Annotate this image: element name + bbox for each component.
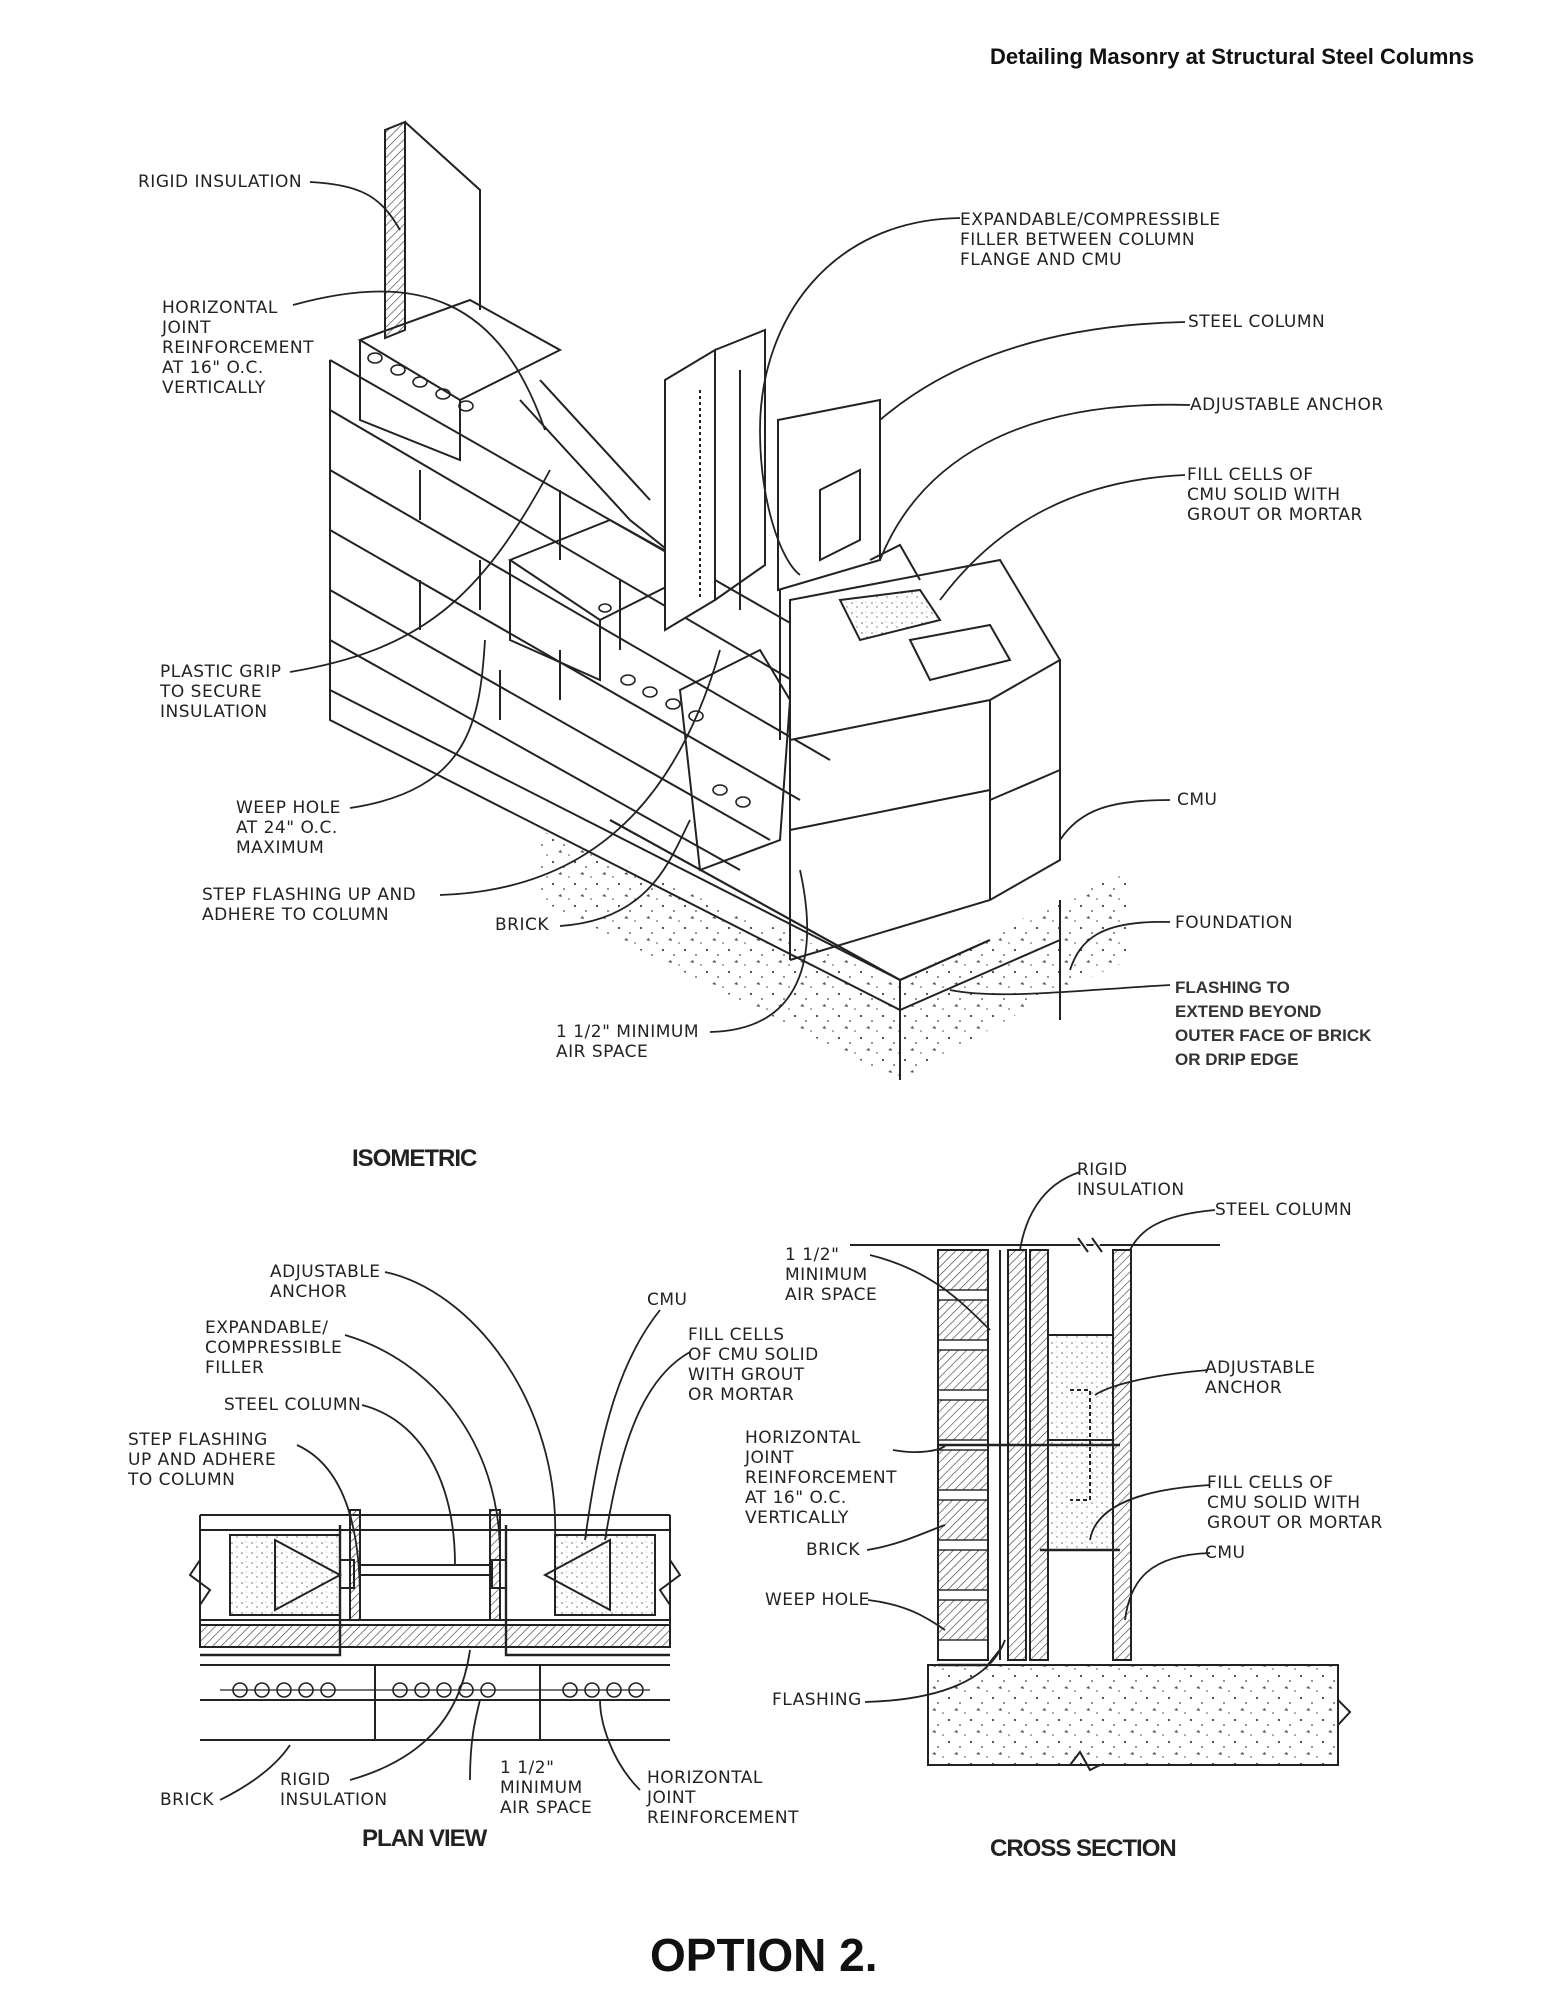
cross-section-leaders <box>864 1171 1216 1703</box>
section-label-cmu: CMU <box>1205 1543 1246 1563</box>
cross-section-drawing <box>850 1237 1352 1772</box>
document-title: Detailing Masonry at Structural Steel Co… <box>990 44 1475 69</box>
iso-label-expandable-filler: EXPANDABLE/COMPRESSIBLE FILLER BETWEEN C… <box>960 210 1221 270</box>
isometric-leaders <box>289 181 1191 1033</box>
iso-label-flashing-extend: FLASHING TO EXTEND BEYOND OUTER FACE OF … <box>1175 978 1372 1069</box>
section-label-steel-column: STEEL COLUMN <box>1215 1200 1353 1220</box>
iso-label-steel-column: STEEL COLUMN <box>1188 312 1326 332</box>
section-label-flashing: FLASHING <box>772 1690 862 1710</box>
iso-label-fill-cells: FILL CELLS OF CMU SOLID WITH GROUT OR MO… <box>1187 465 1363 525</box>
section-label-rigid-insulation: RIGID INSULATION <box>1077 1160 1185 1200</box>
plan-label-air-space: 1 1/2" MINIMUM AIR SPACE <box>500 1758 593 1818</box>
section-label-adjustable-anchor: ADJUSTABLE ANCHOR <box>1205 1358 1316 1398</box>
section-label-air-space: 1 1/2" MINIMUM AIR SPACE <box>785 1245 878 1305</box>
iso-label-brick: BRICK <box>495 915 550 935</box>
iso-label-step-flashing: STEP FLASHING UP AND ADHERE TO COLUMN <box>202 885 417 925</box>
plan-label-horizontal-joint: HORIZONTAL JOINT REINFORCEMENT <box>647 1768 800 1828</box>
iso-label-cmu: CMU <box>1177 790 1218 810</box>
iso-label-plastic-grip: PLASTIC GRIP TO SECURE INSULATION <box>160 662 282 722</box>
plan-label-fill-cells: FILL CELLS OF CMU SOLID WITH GROUT OR MO… <box>688 1325 819 1405</box>
plan-label-expandable-filler: EXPANDABLE/ COMPRESSIBLE FILLER <box>205 1318 343 1378</box>
plan-view-drawing <box>188 1509 682 1741</box>
iso-label-air-space: 1 1/2" MINIMUM AIR SPACE <box>556 1022 699 1062</box>
plan-label-brick: BRICK <box>160 1790 215 1810</box>
isometric-title: ISOMETRIC <box>352 1145 477 1172</box>
cross-section-title: CROSS SECTION <box>990 1835 1177 1862</box>
plan-label-adjustable-anchor: ADJUSTABLE ANCHOR <box>270 1262 381 1302</box>
option-label: OPTION 2. <box>650 1929 878 1981</box>
isometric-drawing <box>329 120 1130 1080</box>
plan-label-step-flashing: STEP FLASHING UP AND ADHERE TO COLUMN <box>128 1430 277 1490</box>
iso-label-horizontal-joint: HORIZONTAL JOINT REINFORCEMENT AT 16" O.… <box>162 298 315 398</box>
plan-label-steel-column: STEEL COLUMN <box>224 1395 362 1415</box>
plan-label-rigid-insulation: RIGID INSULATION <box>280 1770 388 1810</box>
plan-view-title: PLAN VIEW <box>362 1825 487 1852</box>
iso-label-rigid-insulation: RIGID INSULATION <box>138 172 303 192</box>
section-label-weep-hole: WEEP HOLE <box>765 1590 870 1610</box>
section-label-brick: BRICK <box>806 1540 861 1560</box>
iso-label-foundation: FOUNDATION <box>1175 913 1293 933</box>
plan-label-cmu: CMU <box>647 1290 688 1310</box>
section-label-horizontal-joint: HORIZONTAL JOINT REINFORCEMENT AT 16" O.… <box>745 1428 898 1528</box>
iso-label-adjustable-anchor: ADJUSTABLE ANCHOR <box>1190 395 1384 415</box>
section-label-fill-cells: FILL CELLS OF CMU SOLID WITH GROUT OR MO… <box>1207 1473 1383 1533</box>
iso-label-weep-hole: WEEP HOLE AT 24" O.C. MAXIMUM <box>236 798 341 858</box>
plan-view-leaders <box>219 1271 691 1801</box>
